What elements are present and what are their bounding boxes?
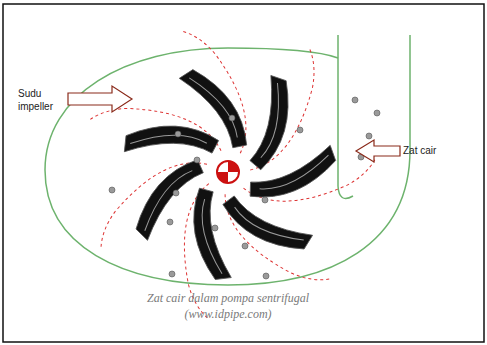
- liquid-particle: [212, 225, 218, 231]
- part-label: Sudu impeller: [18, 88, 64, 113]
- blade-highlight: [133, 171, 205, 231]
- liquid-particle: [366, 133, 372, 139]
- liquid-particle: [109, 187, 115, 193]
- liquid-particle: [262, 197, 268, 203]
- liquid-particle: [374, 110, 380, 116]
- flow-lines: [90, 31, 375, 318]
- blade-highlight: [130, 107, 207, 180]
- impeller-blade: [179, 67, 247, 150]
- impeller-blade: [118, 95, 220, 194]
- blade-highlight: [260, 144, 329, 199]
- liquid-particle: [242, 243, 248, 249]
- figure-caption: Zat cair dalam pompa sentrifugal (www.id…: [128, 290, 328, 322]
- liquid-particle: [297, 127, 303, 133]
- liquid-particle: [169, 271, 175, 277]
- hub-circle: [217, 161, 239, 183]
- callout-arrow: [68, 86, 132, 112]
- impeller-blade: [217, 70, 319, 171]
- liquid-particle: [194, 157, 200, 163]
- impeller-blades: [118, 67, 338, 285]
- callout-arrow: [356, 140, 400, 162]
- part-label: Zat cair: [403, 145, 473, 158]
- blade-highlight: [181, 199, 247, 274]
- impeller-blade: [169, 186, 259, 285]
- blade-highlight: [231, 83, 307, 158]
- liquid-particles: [109, 97, 380, 279]
- liquid-particle: [175, 131, 181, 137]
- casing-outlet-wall: [338, 35, 353, 198]
- blade-highlight: [235, 186, 304, 262]
- blade-highlight: [189, 76, 237, 140]
- hub-wedge: [217, 172, 228, 183]
- impeller-hub: [217, 161, 239, 183]
- impeller-blade: [122, 159, 216, 242]
- picture-frame: [3, 4, 484, 342]
- liquid-particle: [352, 97, 358, 103]
- liquid-particle: [263, 273, 269, 279]
- impeller-blade: [222, 172, 316, 273]
- liquid-particle: [229, 115, 235, 121]
- hub-wedge: [228, 161, 239, 172]
- liquid-particle: [173, 190, 179, 196]
- liquid-particle: [167, 219, 173, 225]
